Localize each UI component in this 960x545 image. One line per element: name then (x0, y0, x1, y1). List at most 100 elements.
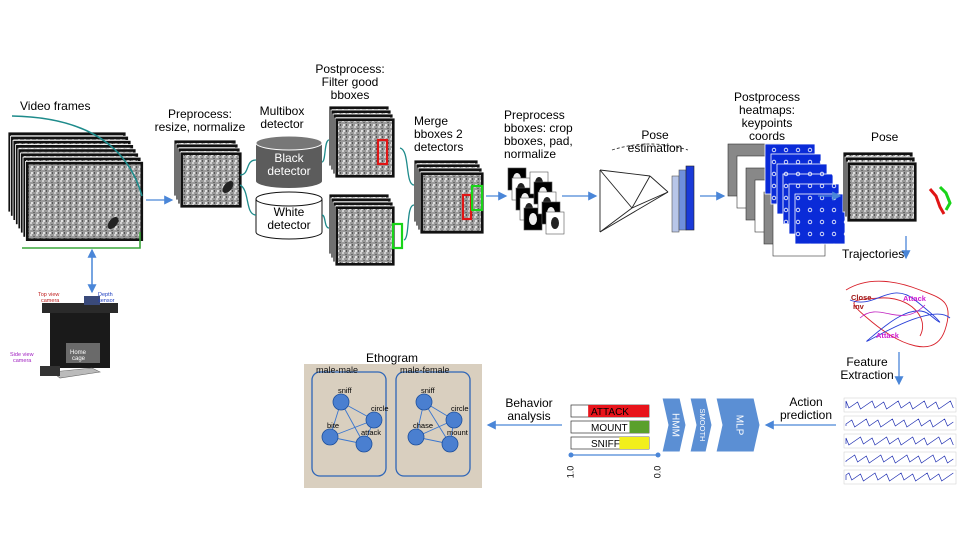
crop-mouse (529, 213, 537, 225)
heatmap-blue-frame (794, 193, 846, 245)
feature-signal (845, 436, 954, 446)
model-label-mlp: MLP (733, 415, 744, 436)
postprocess-stack-black (328, 105, 396, 179)
action-prediction-line-2: prediction (779, 408, 833, 422)
heatmaps-line-3: keypoints (741, 116, 793, 130)
feature-extraction-label: Feature Extraction (822, 356, 912, 382)
connector-post-to-merge-2 (403, 204, 415, 241)
camera-rig (40, 296, 118, 379)
model-chevron-mlp (715, 397, 761, 453)
network-skip-connection (611, 143, 689, 151)
ethogram-node-chase (407, 428, 425, 446)
ethogram-panel (304, 364, 482, 488)
depth-sensor-shape (84, 296, 100, 305)
top-view-camera-text-2: camera (41, 298, 60, 304)
network-edge (599, 207, 633, 233)
postprocess-line-1: Postprocess: (315, 62, 385, 76)
stack-frame-image (183, 155, 239, 205)
home-cage-shape (66, 343, 100, 363)
pose-estimation-line-2: estimation (627, 141, 683, 155)
connector-to-white (239, 184, 257, 216)
feature-plot-box (843, 451, 957, 467)
behavior-analysis-label: Behavior analysis (494, 397, 564, 423)
heatmap-stack (727, 143, 846, 257)
video-frames-stack (7, 131, 144, 242)
ethogram-node-circle (365, 411, 383, 429)
pose-stack (842, 151, 918, 223)
network-edge (631, 175, 651, 209)
prob-bar-sniff (570, 436, 650, 450)
model-chevron-hmm (661, 397, 687, 453)
merge-stack (413, 159, 485, 235)
feature-signal (845, 418, 954, 428)
ethogram-node-label-chase: chase (413, 421, 433, 430)
white-detector-line-1: White (273, 205, 305, 219)
ethogram-node-bite (321, 428, 339, 446)
preprocess-bboxes-line-4: normalize (504, 147, 557, 161)
postprocess-stack-white (328, 193, 396, 267)
prob-bar-fill (629, 421, 649, 433)
preprocess-bboxes-label: Preprocess bboxes: crop bboxes, pad, nor… (504, 109, 573, 161)
home-cage-text-2: cage (72, 356, 86, 362)
prob-axis-dot-left (568, 452, 574, 458)
behavior-analysis-line-2: analysis (507, 409, 551, 423)
ethogram-box-male-female (395, 371, 471, 477)
feature-signal (845, 454, 954, 464)
postprocess-line-2: Filter good (321, 75, 379, 89)
merge-label: Merge bboxes 2 detectors (414, 115, 463, 154)
rig-top (42, 303, 118, 313)
postprocess-line-3: bboxes (330, 88, 370, 102)
ethogram-node-mount (441, 435, 459, 453)
attack-top-text: Attack (903, 294, 927, 303)
video-frames-label: Video frames (20, 99, 91, 113)
connector-post-to-merge-1 (399, 147, 415, 186)
multibox-line-2: detector (260, 117, 304, 131)
network-edge (599, 169, 651, 177)
white-detector-cylinder (255, 191, 323, 240)
feature-signal (845, 472, 954, 482)
ethogram-node-sniff (415, 393, 433, 411)
black-cyl-bottom (256, 174, 322, 188)
pose-network (599, 143, 695, 233)
action-prediction-line-1: Action (789, 395, 823, 409)
pose-estimation-line-1: Pose (641, 128, 669, 142)
feature-plots (843, 397, 957, 485)
network-edge (599, 191, 669, 233)
ethogram-node-attack (355, 435, 373, 453)
prob-bar-mount (570, 420, 650, 434)
ethogram-node-label-circle: circle (371, 404, 389, 413)
behavior-analysis-line-1: Behavior (505, 396, 553, 410)
white-detector-line-2: detector (267, 218, 311, 232)
prob-axis-left-label: 1.0 (565, 466, 575, 479)
feature-plot-box (843, 469, 957, 485)
side-view-camera-text-2: camera (13, 358, 32, 364)
black-cyl-top (255, 135, 323, 151)
heatmaps-line-2: heatmaps: (738, 103, 796, 117)
attack-bottom-text: Attack (876, 331, 900, 340)
prob-axis-right-label: 0.0 (652, 466, 662, 479)
crop-stack (507, 167, 565, 235)
ethogram-node-label-mount: mount (447, 428, 469, 437)
trajectory-magenta (859, 304, 926, 319)
preprocess-bboxes-line-3: bboxes, pad, (504, 134, 573, 148)
stack-frame-image (338, 121, 392, 175)
network-edge (599, 169, 633, 209)
ethogram-node-label-sniff: sniff (421, 386, 436, 395)
preprocess-bboxes-line-1: Preprocess (504, 108, 565, 122)
pose-green-skeleton (938, 185, 952, 211)
ethogram-node-label-circle: circle (451, 404, 469, 413)
network-edge (631, 191, 669, 209)
mouse-preprocess (222, 181, 234, 193)
depth-sensor-text: Depth (98, 292, 113, 298)
pose-skeletons (928, 185, 952, 215)
action-prediction-label: Action prediction (770, 396, 842, 422)
multibox-line-1: Multibox (259, 104, 305, 118)
crop-mouse (551, 217, 559, 229)
black-detector-label: Black detector (257, 152, 321, 178)
prob-bar-attack (570, 404, 650, 418)
preprocess-stack (173, 139, 243, 209)
prob-bar-label: ATTACK (591, 407, 629, 418)
pose-red-skeleton (928, 188, 946, 215)
